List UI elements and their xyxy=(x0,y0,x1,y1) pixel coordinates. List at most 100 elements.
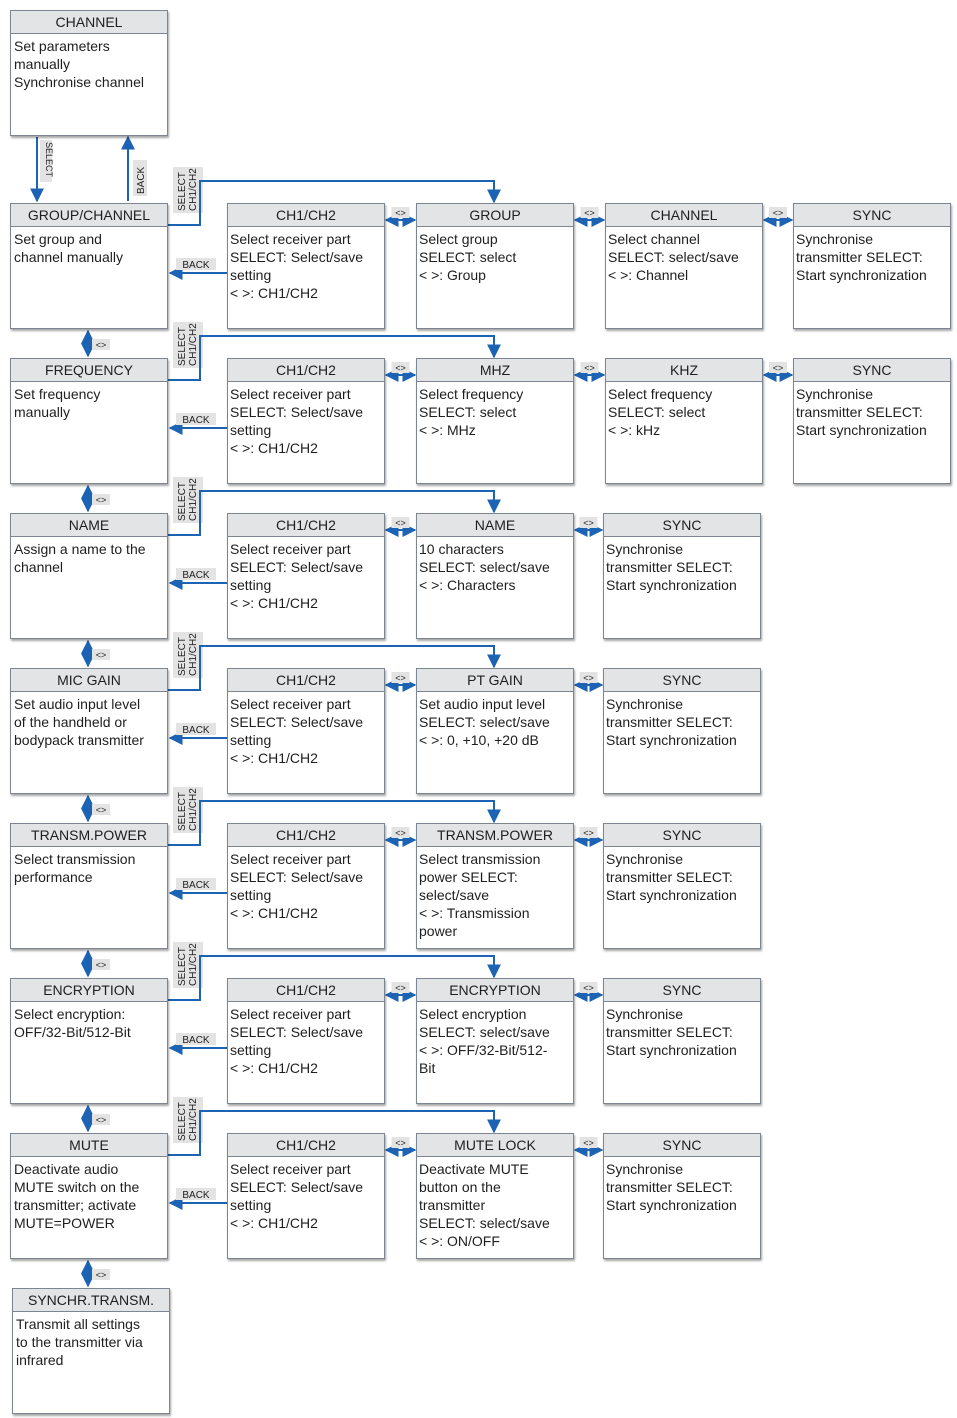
box-title: CH1/CH2 xyxy=(228,359,384,382)
box-title: FREQUENCY xyxy=(11,359,167,382)
box-description: Select group SELECT: select < >: Group xyxy=(419,231,517,283)
select-ch-label-bg xyxy=(173,322,203,368)
box-description: Select receiver part SELECT: Select/save… xyxy=(230,1006,364,1076)
nav-label: <> xyxy=(583,518,594,528)
back-label-bg xyxy=(176,723,216,735)
box-description: Select transmission power SELECT: select… xyxy=(419,851,541,939)
nav-label-bg xyxy=(391,982,410,993)
box-description: Select frequency SELECT: select < >: kHz xyxy=(608,386,713,438)
submenu-box-channel[interactable]: CHANNEL Select channel SELECT: select/sav… xyxy=(605,203,763,329)
nav-label: <> xyxy=(96,340,107,350)
box-title: TRANSM.POWER xyxy=(11,824,167,847)
box-title: SYNC xyxy=(794,204,950,227)
nav-label-bg xyxy=(391,517,410,528)
back-label-bg xyxy=(176,413,216,425)
nav-label-bg xyxy=(92,494,110,505)
box-description: Select receiver part SELECT: Select/save… xyxy=(230,386,364,456)
select-path-arrow xyxy=(168,180,501,226)
box-title: PT GAIN xyxy=(417,669,573,692)
nav-label-bg xyxy=(391,827,410,838)
nav-label: <> xyxy=(583,983,594,993)
select-ch-label: SELECTCH1/CH2 xyxy=(177,478,199,521)
box-title: TRANSM.POWER xyxy=(417,824,573,847)
box-description: Set audio input level SELECT: select/sav… xyxy=(419,696,550,748)
nav-label-bg xyxy=(92,649,110,660)
back-label: BACK xyxy=(182,415,210,426)
box-description: Assign a name to the channel xyxy=(14,541,146,575)
nav-label: <> xyxy=(395,363,406,373)
back-label-bg xyxy=(176,568,216,580)
box-description: Synchronise transmitter SELECT: Start sy… xyxy=(606,1006,737,1058)
box-title: SYNC xyxy=(604,669,760,692)
box-title: CH1/CH2 xyxy=(228,1134,384,1157)
channel-box[interactable]: CHANNEL Set parameters manually Synchroni… xyxy=(10,10,168,136)
select-path-arrow xyxy=(168,645,501,691)
box-description: Set parameters manually Synchronise chan… xyxy=(14,38,144,90)
nav-label-bg xyxy=(391,1137,410,1148)
back-label: BACK xyxy=(182,725,210,736)
select-ch-label: SELECTCH1/CH2 xyxy=(177,633,199,676)
select-ch-label: SELECTCH1/CH2 xyxy=(177,168,199,211)
nav-label-bg xyxy=(579,982,598,993)
nav-label: <> xyxy=(583,673,594,683)
box-title: KHZ xyxy=(606,359,762,382)
submenu-box-transm-power[interactable]: TRANSM.POWER Select transmission power SE… xyxy=(416,823,574,949)
box-title: CH1/CH2 xyxy=(228,979,384,1002)
select-label: SELECT xyxy=(44,142,54,178)
nav-label-bg xyxy=(92,339,110,350)
box-title: CH1/CH2 xyxy=(228,824,384,847)
box-title: CHANNEL xyxy=(606,204,762,227)
select-path-arrow xyxy=(168,800,501,846)
nav-label-bg xyxy=(391,207,410,218)
box-description: Synchronise transmitter SELECT: Start sy… xyxy=(606,541,737,593)
box-title: NAME xyxy=(417,514,573,537)
select-path-arrow xyxy=(168,335,501,381)
nav-label: <> xyxy=(96,495,107,505)
box-description: Select encryption: OFF/32-Bit/512-Bit xyxy=(14,1006,131,1040)
select-ch-label-bg xyxy=(173,477,203,523)
box-title: SYNC xyxy=(794,359,950,382)
box-title: CHANNEL xyxy=(11,11,167,34)
synchr-transm-box[interactable]: SYNCHR.TRANSM.Transmit all settings to t… xyxy=(12,1288,170,1414)
box-title: MUTE LOCK xyxy=(417,1134,573,1157)
nav-label: <> xyxy=(395,983,406,993)
submenu-box-khz[interactable]: KHZ Select frequency SELECT: select < >: … xyxy=(605,358,763,484)
box-description: Select channel SELECT: select/save < >: … xyxy=(608,231,739,283)
box-title: MUTE xyxy=(11,1134,167,1157)
nav-label: <> xyxy=(96,650,107,660)
box-description: Select receiver part SELECT: Select/save… xyxy=(230,231,364,301)
nav-label: <> xyxy=(773,363,784,373)
submenu-box-pt-gain[interactable]: PT GAIN Set audio input level SELECT: sel… xyxy=(416,668,574,794)
nav-label: <> xyxy=(96,1115,107,1125)
select-label-bg xyxy=(40,140,52,182)
box-description: Select receiver part SELECT: Select/save… xyxy=(230,851,364,921)
back-label: BACK xyxy=(182,880,210,891)
select-ch-label-bg xyxy=(173,787,203,833)
